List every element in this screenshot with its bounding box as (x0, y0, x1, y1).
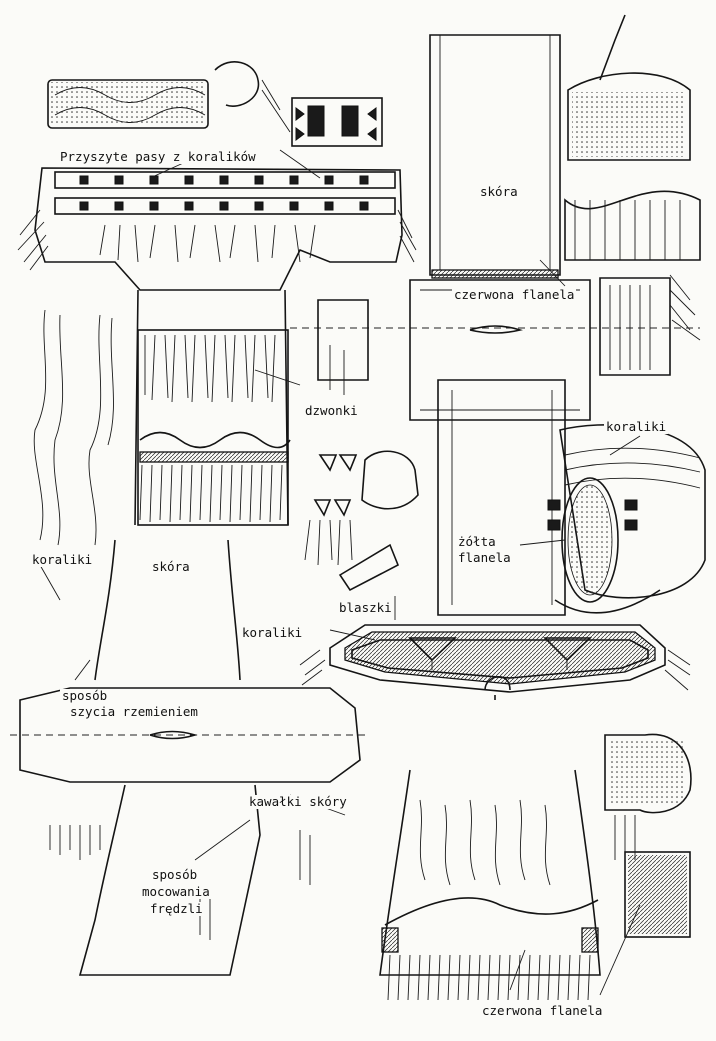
breechcloth-panel (299, 624, 691, 700)
label-yellow-flannel-2: flanela (456, 550, 513, 565)
left-shirt-upper (17, 167, 417, 681)
beadwork-detail-top-right (564, 14, 701, 261)
label-fringe-attach-2: mocowania (140, 884, 212, 899)
label-fringe-attach-3: frędzli (148, 901, 205, 916)
label-beads-center: koraliki (240, 625, 305, 640)
label-leather-left: skóra (150, 559, 192, 574)
label-thong-sewing-1: sposób (60, 688, 110, 703)
label-bells: dzwonki (303, 403, 360, 418)
bells-and-cones (304, 450, 419, 592)
label-beaded-strips: Przyszyte pasy z koralików (58, 149, 258, 164)
label-leather-top: skóra (478, 184, 520, 199)
label-beads-right: koraliki (604, 419, 669, 434)
leader-lines (39, 149, 641, 996)
legging-top-right (317, 34, 701, 616)
label-beads-left: koraliki (30, 552, 95, 567)
label-red-flannel-bottom: czerwona flanela (480, 1003, 605, 1018)
label-yellow-flannel-1: żółta (456, 534, 498, 549)
label-thong-sewing-2: szycia rzemieniem (68, 704, 200, 719)
label-tin-cones: blaszki (337, 600, 394, 615)
beadwork-detail-right-middle (547, 424, 706, 614)
beadwork-detail-top-left (47, 61, 383, 147)
label-red-flannel-top: czerwona flanela (452, 287, 577, 302)
label-fringe-attach-1: sposób (150, 867, 200, 882)
lower-left-piece (10, 687, 365, 976)
beadwork-detail-bottom-right (604, 733, 692, 938)
label-leather-pieces: kawałki skóry (247, 794, 349, 809)
lower-right-legging (379, 769, 601, 1001)
